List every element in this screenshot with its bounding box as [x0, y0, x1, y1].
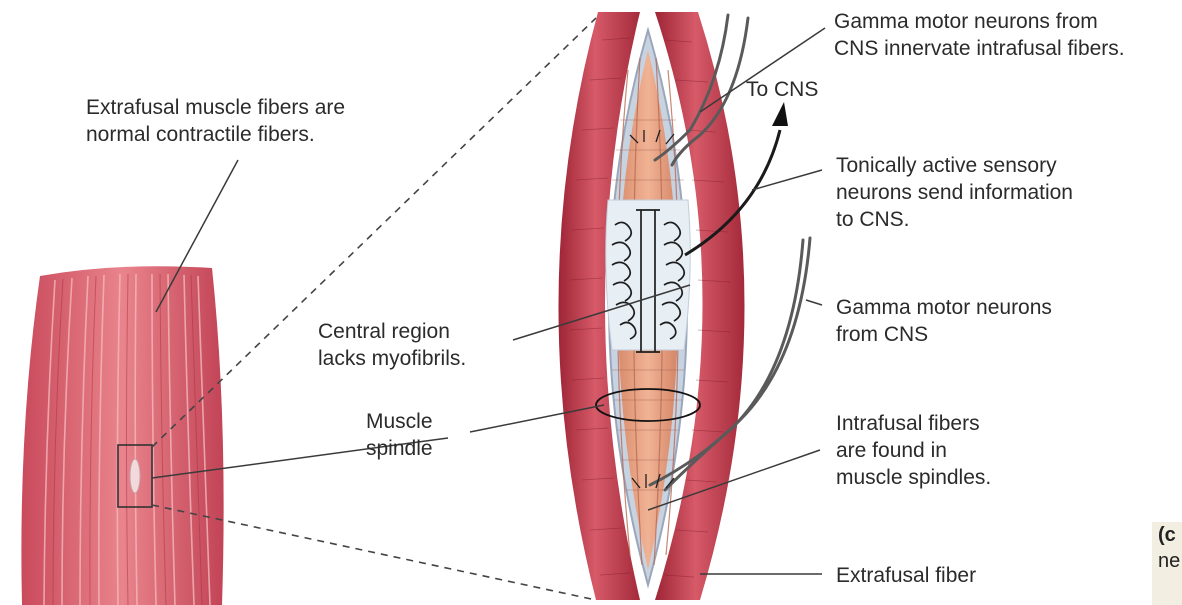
label-extrafusal-normal: Extrafusal muscle fibers are normal cont…	[86, 94, 345, 148]
label-muscle-spindle: Muscle spindle	[366, 408, 433, 462]
label-gamma-mid: Gamma motor neurons from CNS	[836, 294, 1052, 348]
label-extrafusal-fiber: Extrafusal fiber	[836, 562, 976, 589]
whole-muscle	[21, 266, 223, 605]
label-gamma-top: Gamma motor neurons from CNS innervate i…	[834, 8, 1125, 62]
caption-fragment: (c ne	[1152, 522, 1182, 605]
to-cns-arrow	[772, 102, 788, 126]
label-tonically-active: Tonically active sensory neurons send in…	[836, 152, 1073, 233]
label-intrafusal: Intrafusal fibers are found in muscle sp…	[836, 410, 991, 491]
label-to-cns: To CNS	[746, 76, 818, 103]
label-central-region: Central region lacks myofibrils.	[318, 318, 466, 372]
